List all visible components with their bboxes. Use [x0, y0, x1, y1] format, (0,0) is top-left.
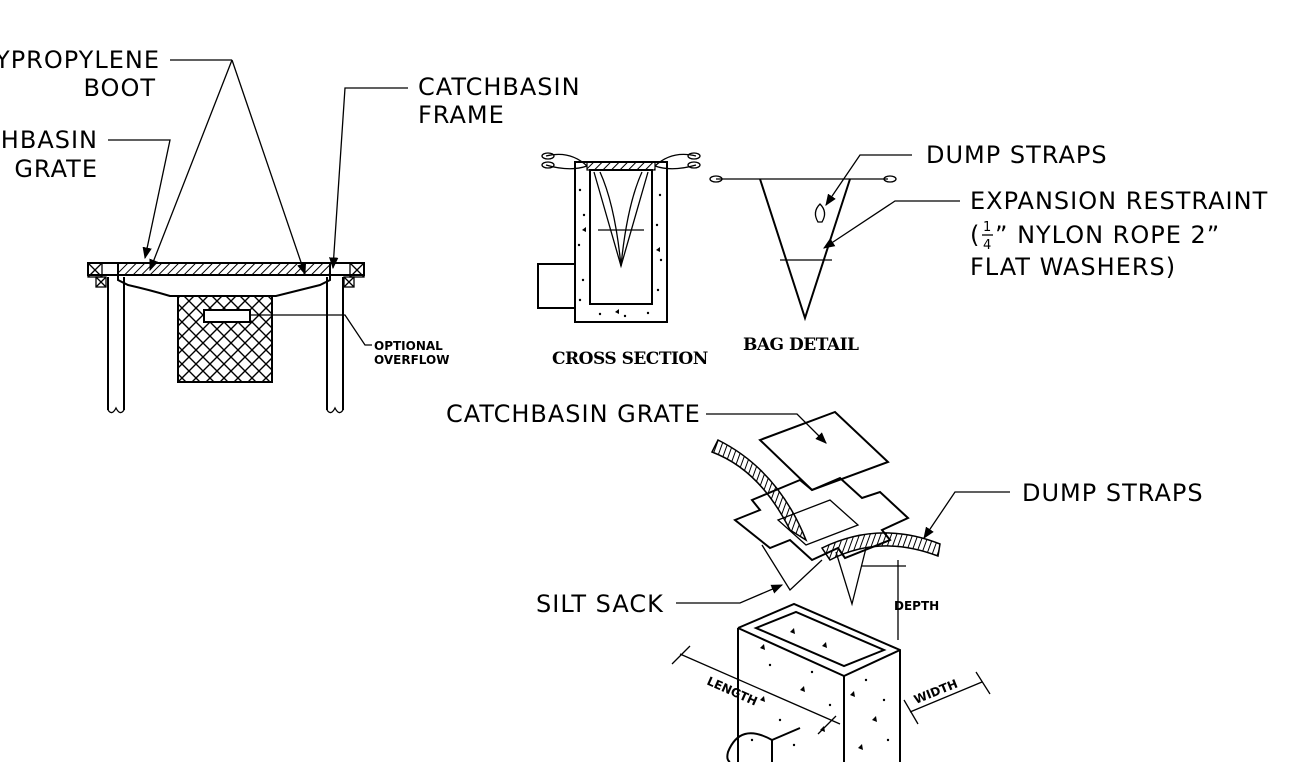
fraction-numerator: 1: [983, 220, 992, 235]
width-label: WIDTH: [912, 677, 960, 707]
silt-bag: [177, 296, 273, 383]
depth-label: DEPTH: [894, 599, 939, 613]
iso-silt-sack: [761, 544, 823, 592]
basin-wall-right: [326, 277, 344, 410]
grate-label-line2: GRATE: [14, 155, 98, 183]
cross-section-caption: CROSS SECTION: [552, 349, 708, 369]
basin-wall-left: [107, 277, 125, 410]
cross-section-view: CROSS SECTION: [537, 152, 708, 369]
iso-dump-straps-label: DUMP STRAPS: [1022, 479, 1204, 507]
bag-outline: [759, 178, 851, 322]
expansion-label-line3: FLAT WASHERS): [970, 253, 1176, 281]
iso-silt-sack-label: SILT SACK: [536, 590, 664, 618]
expansion-label-line1: EXPANSION RESTRAINT: [970, 187, 1268, 215]
iso-catchbasin-grate: [758, 410, 890, 492]
boot-label-line2: BOOT: [84, 74, 156, 102]
depth-dimension: [862, 560, 906, 640]
boot-label-line1: YPROPYLENE: [0, 46, 160, 74]
isometric-view: CATCHBASIN GRATE DUMP STRAPS SILT SACK: [446, 400, 1204, 762]
fraction-denominator: 4: [983, 238, 992, 253]
iso-dump-strap-right: [820, 532, 941, 561]
section-view: YPROPYLENE BOOT CHBASIN GRATE CATCHBASIN…: [0, 46, 581, 414]
width-dimension: [909, 681, 983, 713]
expansion-label-line2: ( 1 4 ” NYLON ROPE 2”: [970, 220, 1220, 253]
svg-text:(: (: [970, 221, 980, 249]
overflow-label-line2: OVERFLOW: [374, 353, 449, 367]
bag-detail-caption: BAG DETAIL: [743, 335, 859, 355]
iso-basin-box: [737, 602, 901, 762]
bag-detail-view: BAG DETAIL DUMP STRAPS EXPANSION RESTRAI…: [709, 141, 1268, 355]
dump-strap-loop: [814, 203, 826, 223]
iso-dump-strap-left: [710, 438, 808, 542]
iso-basin-opening: [753, 610, 887, 668]
svg-text:” NYLON ROPE 2”: ” NYLON ROPE 2”: [995, 221, 1220, 249]
iso-outlet-pipe: [726, 732, 773, 762]
iso-frame-plate: [733, 476, 910, 562]
length-dimension: [679, 653, 841, 725]
frame-label-line2: FRAME: [418, 101, 505, 129]
optional-overflow-slot: [203, 309, 251, 323]
overflow-label-line1: OPTIONAL: [374, 339, 443, 353]
grate-label-line1: CHBASIN: [0, 126, 98, 154]
dump-straps-top-label: DUMP STRAPS: [926, 141, 1108, 169]
cross-section-outer-wall: [574, 161, 668, 323]
length-label: LENGTH: [705, 674, 760, 709]
frame-end-right: [343, 262, 365, 288]
frame-label-line1: CATCHBASIN: [418, 73, 581, 101]
concrete-stipple: [577, 188, 663, 318]
frame-end-left: [87, 262, 107, 288]
outlet-pipe: [537, 263, 576, 309]
iso-catchbasin-grate-label: CATCHBASIN GRATE: [446, 400, 701, 428]
